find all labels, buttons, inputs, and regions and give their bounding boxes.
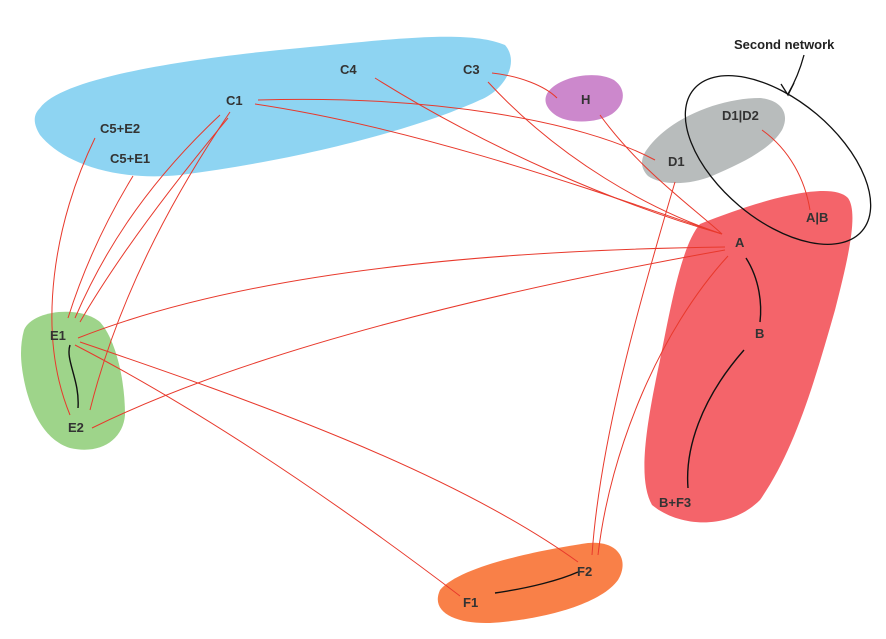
edge-f1-f2 — [494, 571, 579, 594]
edge-e1-f2 — [79, 341, 579, 563]
group-d-region — [642, 98, 786, 184]
edge-a-e1 — [77, 246, 726, 339]
node-b-f3: B+F3 — [659, 495, 691, 510]
edge-b-bf3 — [686, 349, 745, 489]
edge-e1-f1 — [74, 344, 461, 597]
node-c5-e1: C5+E1 — [110, 151, 150, 166]
edge-c1-e2 — [89, 111, 231, 411]
group-f-region — [437, 542, 623, 624]
edge-d1-f2 — [591, 181, 676, 556]
edge-c3-a — [487, 81, 723, 235]
edge-c4-a — [374, 77, 723, 235]
group-h-region — [545, 75, 623, 122]
node-d1-d2: D1|D2 — [722, 108, 759, 123]
edge-a-e2 — [91, 249, 726, 429]
node-h: H — [581, 92, 590, 107]
edge-h-a — [599, 114, 723, 235]
node-c4: C4 — [340, 62, 357, 77]
edge-c5e1-e1 — [67, 175, 134, 319]
edge-c1-d1 — [257, 98, 656, 161]
edge-c3-h — [491, 72, 558, 99]
second-network-label: Second network — [734, 37, 835, 52]
node-c5-e2: C5+E2 — [100, 121, 140, 136]
group-a-region — [644, 191, 853, 523]
edge-c1-a — [254, 103, 723, 235]
edge-d1d2-ab — [761, 129, 811, 211]
edge-a-b — [745, 257, 762, 323]
group-e-region — [21, 311, 125, 450]
node-a-b: A|B — [806, 210, 828, 225]
node-c3: C3 — [463, 62, 480, 77]
node-f1: F1 — [463, 595, 478, 610]
edge-a-f2 — [597, 255, 729, 556]
second-network-ellipse — [684, 75, 872, 245]
edge-e1-e2 — [68, 344, 79, 409]
edge-c5e2-e2 — [51, 137, 96, 416]
node-f2: F2 — [577, 564, 592, 579]
cross-edges — [51, 72, 811, 597]
node-e2: E2 — [68, 420, 84, 435]
edge-c1-e1-1 — [74, 114, 221, 319]
edge-c1-e1-2 — [79, 117, 229, 323]
node-a: A — [735, 235, 745, 250]
node-e1: E1 — [50, 328, 66, 343]
second-network-arrowhead — [780, 82, 795, 97]
internal-edges — [68, 257, 762, 594]
node-d1: D1 — [668, 154, 685, 169]
second-network-arrow — [787, 54, 805, 95]
node-b: B — [755, 326, 764, 341]
node-c1: C1 — [226, 93, 243, 108]
